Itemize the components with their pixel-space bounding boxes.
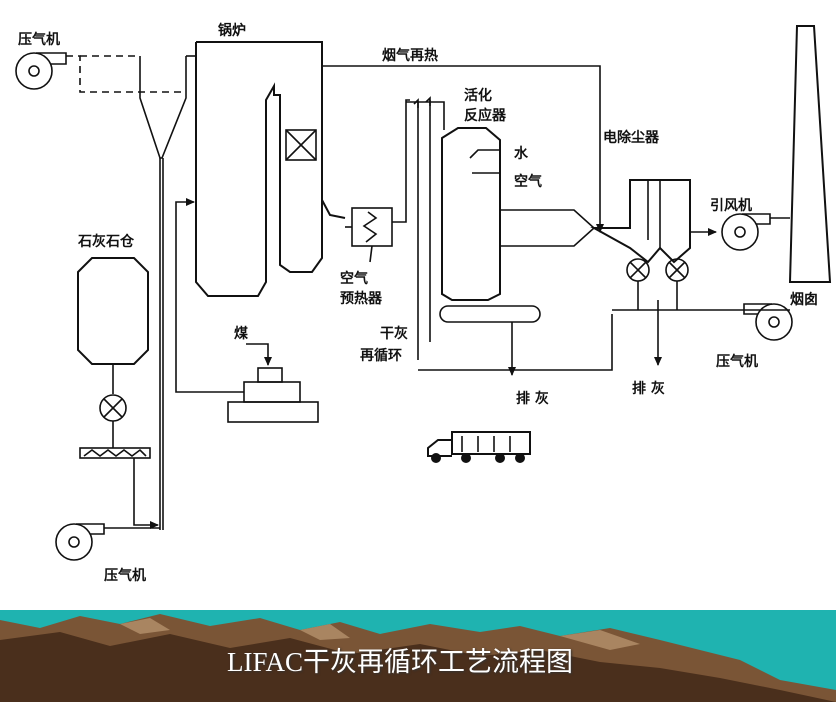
lifac-process-diagram: 压气机 锅炉 烟气再热 空气 预热器 <box>15 22 832 584</box>
induced-fan-label: 引风机 <box>710 197 752 214</box>
dashed-air-line <box>66 55 186 93</box>
compressor-top-left <box>15 52 67 90</box>
limestone-silo-label: 石灰石仓 <box>77 233 135 250</box>
dry-ash-recirculation-line <box>418 314 613 371</box>
ash-truck-icon <box>427 431 531 463</box>
esp-label: 电除尘器 <box>603 129 660 146</box>
compressor-right <box>743 303 793 341</box>
induced-fan <box>721 213 790 251</box>
water-label: 水 <box>514 145 529 162</box>
coal-label: 煤 <box>234 325 249 342</box>
mountain-banner <box>0 610 836 702</box>
flue-reheat-label: 烟气再热 <box>382 47 438 64</box>
ash-discharge-center-label: 排 灰 <box>516 390 549 407</box>
boiler-label: 锅炉 <box>218 22 246 39</box>
boiler <box>195 41 346 297</box>
page-title: LIFAC干灰再循环工艺流程图 <box>226 647 573 677</box>
air-preheater-label-2: 预热器 <box>340 290 383 307</box>
reactor-label-2: 反应器 <box>464 107 507 124</box>
compressor-right-label: 压气机 <box>716 353 758 370</box>
activation-reactor <box>406 100 596 376</box>
dry-ash-label-1: 干灰 <box>380 325 408 342</box>
limestone-silo <box>77 257 159 529</box>
ash-discharge-right-label: 排 灰 <box>632 380 665 397</box>
reactor-label-1: 活化 <box>464 87 492 104</box>
air-preheater <box>345 99 410 263</box>
chimney-label: 烟囱 <box>790 291 818 308</box>
compressor-top-label: 压气机 <box>18 31 60 48</box>
cyclone-separator <box>139 55 196 530</box>
electrostatic-precipitator <box>590 179 790 366</box>
coal-feeder <box>175 198 319 423</box>
compressor-bottom <box>55 523 160 561</box>
chimney <box>788 25 832 283</box>
compressor-bottom-label: 压气机 <box>104 567 146 584</box>
air-preheater-label-1: 空气 <box>340 270 368 287</box>
dry-ash-label-2: 再循环 <box>360 347 402 364</box>
flue-reheat-line <box>322 65 604 233</box>
air-label: 空气 <box>514 173 542 190</box>
